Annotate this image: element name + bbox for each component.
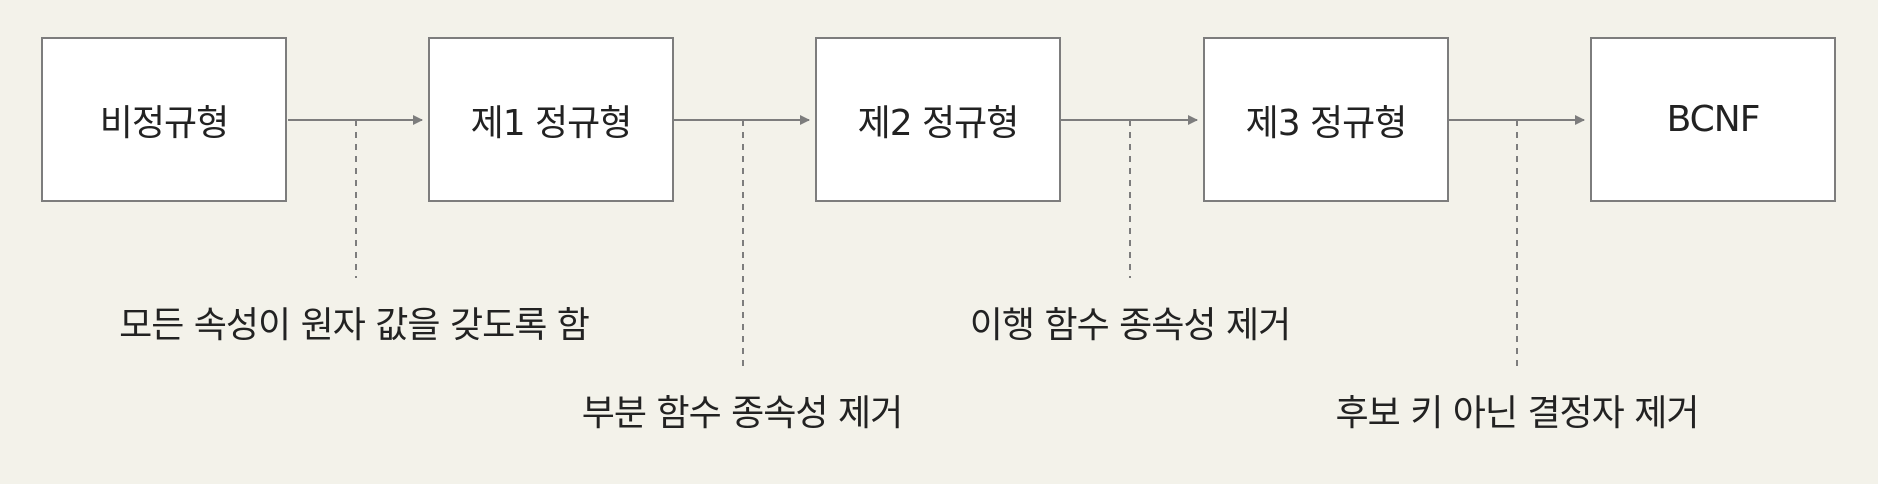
stage-3nf: 제3 정규형 [1203,37,1449,202]
stage-label: 제1 정규형 [470,102,633,144]
stage-label: 제3 정규형 [1245,102,1408,144]
transition-label-2: 부분 함수 종속성 제거 [581,393,903,434]
transition-label-4: 후보 키 아닌 결정자 제거 [1335,393,1700,434]
stage-unnormalized: 비정규형 [41,37,287,202]
stage-label: 비정규형 [99,102,229,144]
stage-2nf: 제2 정규형 [815,37,1061,202]
stage-label: 제2 정규형 [857,102,1020,144]
stage-label: BCNF [1666,99,1761,140]
transition-label-1: 모든 속성이 원자 값을 갖도록 함 [119,305,590,346]
stage-1nf: 제1 정규형 [428,37,674,202]
stage-bcnf: BCNF [1590,37,1836,202]
transition-label-3: 이행 함수 종속성 제거 [969,305,1291,346]
